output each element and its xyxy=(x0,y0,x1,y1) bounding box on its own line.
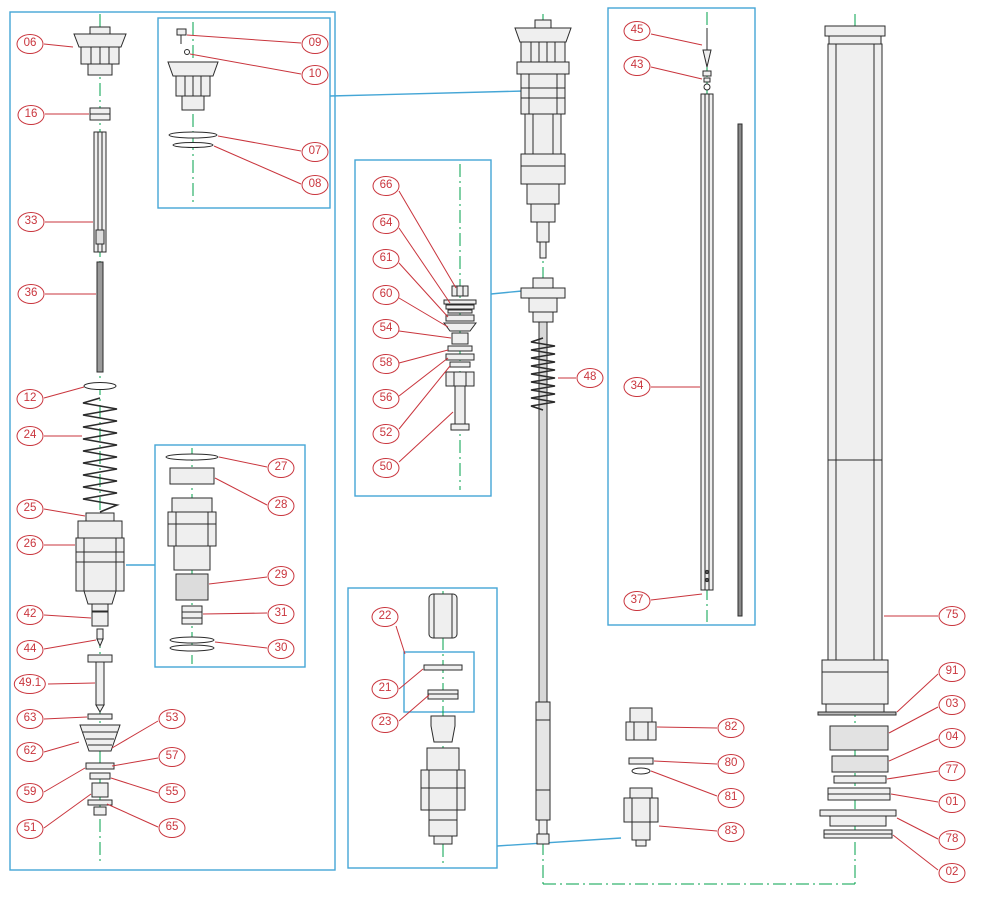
callout-61[interactable]: 61 xyxy=(372,249,400,269)
base-valve-drawing xyxy=(420,593,466,845)
callout-65[interactable]: 65 xyxy=(158,818,186,838)
callout-26[interactable]: 26 xyxy=(16,535,44,555)
callout-66[interactable]: 66 xyxy=(372,176,400,196)
callout-04[interactable]: 04 xyxy=(938,728,966,748)
callout-81[interactable]: 81 xyxy=(717,788,745,808)
callout-49-1[interactable]: 49.1 xyxy=(13,674,47,694)
detail-frame-boxes xyxy=(9,7,756,871)
callout-50[interactable]: 50 xyxy=(372,458,400,478)
callout-52[interactable]: 52 xyxy=(372,424,400,444)
cap-detail-drawing xyxy=(167,28,219,148)
callout-59[interactable]: 59 xyxy=(16,783,44,803)
callout-42[interactable]: 42 xyxy=(16,605,44,625)
callout-09[interactable]: 09 xyxy=(301,34,329,54)
callout-82[interactable]: 82 xyxy=(717,718,745,738)
callout-53[interactable]: 53 xyxy=(158,709,186,729)
callout-01[interactable]: 01 xyxy=(938,793,966,813)
callout-07[interactable]: 07 xyxy=(301,142,329,162)
rebound-adjuster-drawing xyxy=(623,707,659,847)
cartridge-assembly-drawing xyxy=(514,19,572,845)
callout-43[interactable]: 43 xyxy=(623,56,651,76)
callout-02[interactable]: 02 xyxy=(938,863,966,883)
callout-60[interactable]: 60 xyxy=(372,285,400,305)
damper-rod-drawing xyxy=(700,28,743,617)
callout-10[interactable]: 10 xyxy=(301,65,329,85)
callout-51[interactable]: 51 xyxy=(16,819,44,839)
callout-63[interactable]: 63 xyxy=(16,709,44,729)
callout-21[interactable]: 21 xyxy=(371,679,399,699)
callout-28[interactable]: 28 xyxy=(267,496,295,516)
piston-detail-drawing xyxy=(165,453,219,652)
callout-29[interactable]: 29 xyxy=(267,566,295,586)
callout-55[interactable]: 55 xyxy=(158,783,186,803)
callout-75[interactable]: 75 xyxy=(938,606,966,626)
callout-23[interactable]: 23 xyxy=(371,713,399,733)
callout-62[interactable]: 62 xyxy=(16,742,44,762)
callout-12[interactable]: 12 xyxy=(16,389,44,409)
callout-78[interactable]: 78 xyxy=(938,830,966,850)
callout-16[interactable]: 16 xyxy=(17,105,45,125)
callout-34[interactable]: 34 xyxy=(623,377,651,397)
callout-31[interactable]: 31 xyxy=(267,604,295,624)
callout-22[interactable]: 22 xyxy=(371,607,399,627)
callout-80[interactable]: 80 xyxy=(717,754,745,774)
callout-25[interactable]: 25 xyxy=(16,499,44,519)
callout-36[interactable]: 36 xyxy=(17,284,45,304)
callout-44[interactable]: 44 xyxy=(16,640,44,660)
callout-08[interactable]: 08 xyxy=(301,175,329,195)
callout-58[interactable]: 58 xyxy=(372,354,400,374)
callout-30[interactable]: 30 xyxy=(267,639,295,659)
leader-lines xyxy=(43,33,939,871)
callout-77[interactable]: 77 xyxy=(938,761,966,781)
left-assembly-drawing xyxy=(73,26,127,816)
callout-91[interactable]: 91 xyxy=(938,662,966,682)
callout-54[interactable]: 54 xyxy=(372,319,400,339)
callout-57[interactable]: 57 xyxy=(158,747,186,767)
callout-37[interactable]: 37 xyxy=(623,591,651,611)
callout-45[interactable]: 45 xyxy=(623,21,651,41)
shim-stack-drawing xyxy=(443,285,477,431)
callout-24[interactable]: 24 xyxy=(16,426,44,446)
callout-27[interactable]: 27 xyxy=(267,458,295,478)
callout-03[interactable]: 03 xyxy=(938,695,966,715)
callout-64[interactable]: 64 xyxy=(372,214,400,234)
callout-56[interactable]: 56 xyxy=(372,389,400,409)
outer-tube-drawing xyxy=(817,25,897,839)
callout-33[interactable]: 33 xyxy=(17,212,45,232)
callout-83[interactable]: 83 xyxy=(717,822,745,842)
callout-06[interactable]: 06 xyxy=(16,34,44,54)
callout-48[interactable]: 48 xyxy=(576,368,604,388)
